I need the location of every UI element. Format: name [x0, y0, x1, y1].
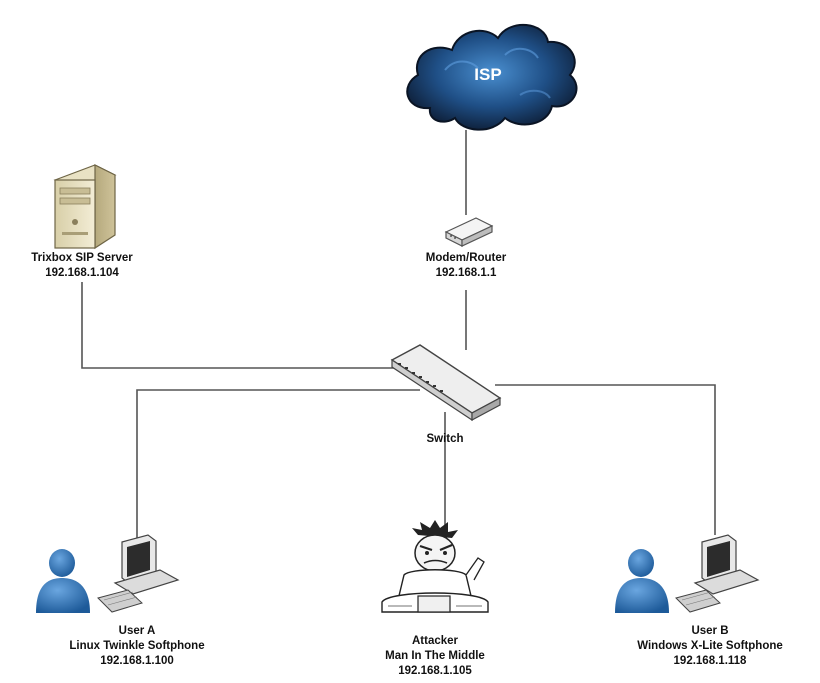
sip-server-label: Trixbox SIP Server 192.168.1.104	[12, 251, 152, 281]
user-a-role: Linux Twinkle Softphone	[69, 640, 205, 652]
link-userb-switch	[495, 384, 716, 535]
isp-label: ISP	[474, 65, 501, 84]
switch-icon	[390, 344, 502, 422]
user-a-ip: 192.168.1.100	[100, 655, 174, 667]
user-a-person-icon	[36, 549, 90, 613]
switch-label: Switch	[405, 432, 485, 447]
attacker-role: Man In The Middle	[385, 650, 485, 662]
user-b-name: User B	[691, 625, 729, 637]
router-name: Modem/Router	[425, 252, 507, 264]
attacker-ip: 192.168.1.105	[398, 665, 472, 677]
user-a-computer-icon	[97, 534, 180, 613]
link-server-switch	[81, 282, 400, 369]
switch-name: Switch	[426, 433, 464, 445]
user-a-label: User A Linux Twinkle Softphone 192.168.1…	[42, 624, 232, 669]
attacker-label: Attacker Man In The Middle 192.168.1.105	[346, 634, 524, 679]
server-icon	[53, 164, 117, 250]
link-usera-switch	[136, 389, 420, 540]
sip-server-name: Trixbox SIP Server	[31, 252, 133, 264]
attacker-figure-icon	[381, 520, 489, 613]
attacker-name: Attacker	[411, 635, 459, 647]
isp-cloud	[406, 23, 578, 131]
router-label: Modem/Router 192.168.1.1	[398, 251, 534, 281]
user-a-name: User A	[118, 625, 156, 637]
user-b-role: Windows X-Lite Softphone	[637, 640, 783, 652]
user-b-computer-icon	[675, 534, 760, 613]
user-b-label: User B Windows X-Lite Softphone 192.168.…	[610, 624, 810, 669]
router-icon	[444, 217, 494, 247]
connection-lines	[81, 130, 716, 540]
user-b-person-icon	[615, 549, 669, 613]
sip-server-ip: 192.168.1.104	[45, 267, 119, 279]
router-ip: 192.168.1.1	[435, 267, 497, 279]
user-b-ip: 192.168.1.118	[673, 655, 747, 667]
